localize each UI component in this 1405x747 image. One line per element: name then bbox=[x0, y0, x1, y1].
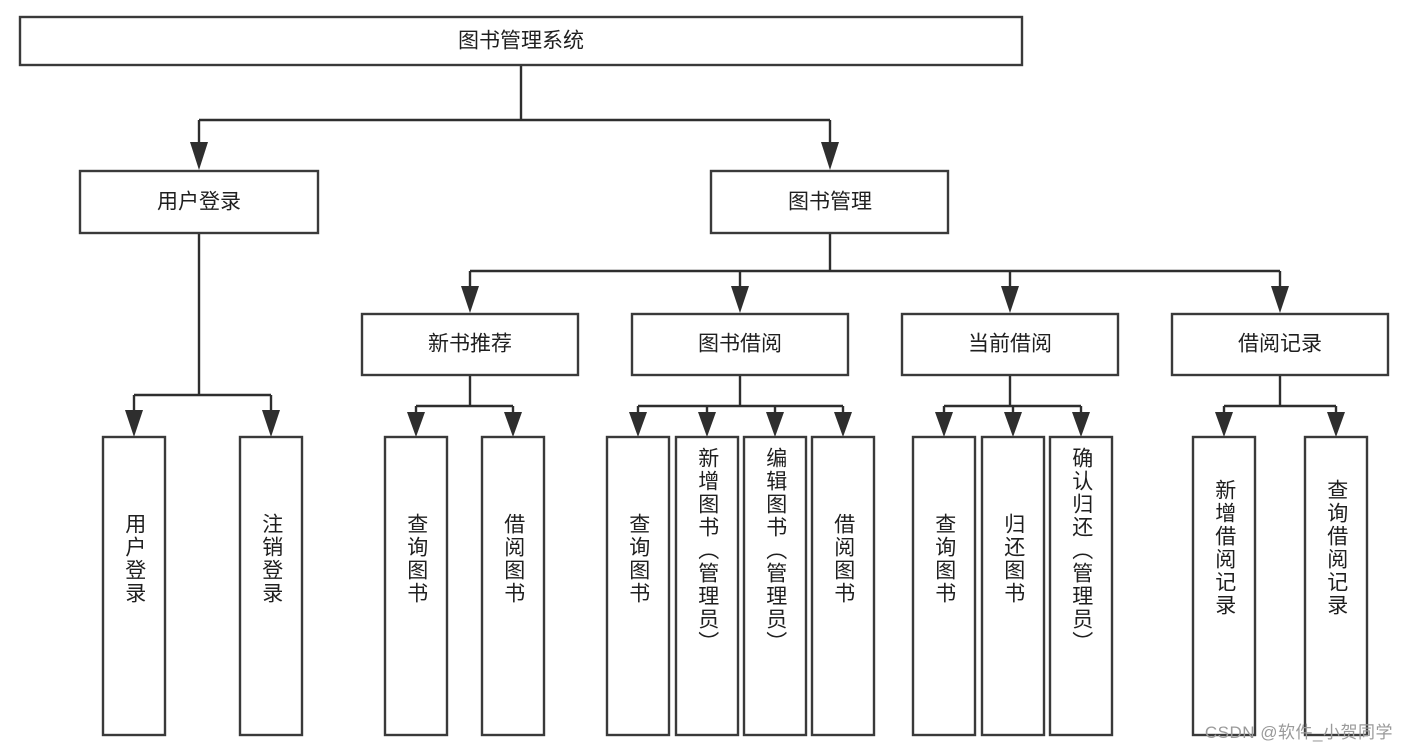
node-user-login-label: 用户登录 bbox=[157, 191, 241, 214]
leaf-box-user-login[interactable] bbox=[101, 435, 167, 737]
leaf-box-query-book-3[interactable] bbox=[911, 435, 977, 737]
arrow-head-leaf-add-book bbox=[698, 412, 716, 437]
node-root-label: 图书管理系统 bbox=[458, 30, 584, 53]
leaf-box-add-book-admin[interactable] bbox=[674, 435, 740, 737]
connector-group-user-login bbox=[125, 233, 280, 437]
arrow-head-leaf-confirm-return bbox=[1072, 412, 1090, 437]
arrow-head-user-login bbox=[190, 142, 208, 170]
arrow-head-leaf-query-book-2 bbox=[629, 412, 647, 437]
leaf-box-borrow-book-2[interactable] bbox=[810, 435, 876, 737]
leaf-box-query-borrow-record[interactable] bbox=[1303, 435, 1369, 737]
node-new-book-recommend[interactable]: 新书推荐 bbox=[360, 312, 580, 377]
node-new-book-recommend-label: 新书推荐 bbox=[428, 333, 512, 356]
node-root-box[interactable] bbox=[18, 15, 1024, 67]
node-user-login-box[interactable] bbox=[78, 169, 320, 235]
arrow-head-leaf-return-book bbox=[1004, 412, 1022, 437]
node-borrow-record-label: 借阅记录 bbox=[1238, 333, 1322, 356]
node-user-login[interactable]: 用户登录 bbox=[78, 169, 320, 235]
arrow-head-borrow-record bbox=[1271, 286, 1289, 313]
connector-group-book-mgmt bbox=[461, 233, 1289, 313]
connector-group-root bbox=[190, 65, 839, 170]
leaf-box-confirm-return-admin[interactable] bbox=[1048, 435, 1114, 737]
arrow-head-leaf-query-book-1 bbox=[407, 412, 425, 437]
node-book-borrow-label: 图书借阅 bbox=[698, 333, 782, 356]
node-current-borrow-box[interactable] bbox=[900, 312, 1120, 377]
connector-group-new-book bbox=[407, 375, 522, 437]
leaf-box-edit-book-admin[interactable] bbox=[742, 435, 808, 737]
arrow-head-leaf-user-login bbox=[125, 410, 143, 437]
leaf-box-add-borrow-record[interactable] bbox=[1191, 435, 1257, 737]
arrow-head-leaf-query-book-3 bbox=[935, 412, 953, 437]
arrow-head-new-book bbox=[461, 286, 479, 313]
connector-group-borrow-record bbox=[1215, 375, 1345, 437]
node-new-book-recommend-box[interactable] bbox=[360, 312, 580, 377]
arrow-head-book-mgmt bbox=[821, 142, 839, 170]
arrow-head-leaf-query-record bbox=[1327, 412, 1345, 437]
leaf-box-logout[interactable] bbox=[238, 435, 304, 737]
leaf-box-query-book-1[interactable] bbox=[383, 435, 449, 737]
arrow-head-current-borrow bbox=[1001, 286, 1019, 313]
node-borrow-record-box[interactable] bbox=[1170, 312, 1390, 377]
node-current-borrow-label: 当前借阅 bbox=[968, 333, 1052, 356]
node-book-management[interactable]: 图书管理 bbox=[709, 169, 950, 235]
connector-group-book-borrow bbox=[629, 375, 852, 437]
node-book-borrow-box[interactable] bbox=[630, 312, 850, 377]
arrow-head-book-borrow bbox=[731, 286, 749, 313]
node-book-borrow[interactable]: 图书借阅 bbox=[630, 312, 850, 377]
node-book-management-label: 图书管理 bbox=[788, 191, 872, 214]
leaf-box-query-book-2[interactable] bbox=[605, 435, 671, 737]
node-root[interactable]: 图书管理系统 bbox=[18, 15, 1024, 67]
arrow-head-leaf-add-record bbox=[1215, 412, 1233, 437]
leaf-box-return-book[interactable] bbox=[980, 435, 1046, 737]
arrow-head-leaf-edit-book bbox=[766, 412, 784, 437]
arrow-head-leaf-logout bbox=[262, 410, 280, 437]
leaf-box-borrow-book-1[interactable] bbox=[480, 435, 546, 737]
arrow-head-leaf-borrow-book-1 bbox=[504, 412, 522, 437]
node-borrow-record[interactable]: 借阅记录 bbox=[1170, 312, 1390, 377]
node-book-management-box[interactable] bbox=[709, 169, 950, 235]
arrow-head-leaf-borrow-book-2 bbox=[834, 412, 852, 437]
node-current-borrow[interactable]: 当前借阅 bbox=[900, 312, 1120, 377]
connector-group-current-borrow bbox=[935, 375, 1090, 437]
csdn-watermark: CSDN @软件_小贺同学 bbox=[1204, 723, 1393, 742]
